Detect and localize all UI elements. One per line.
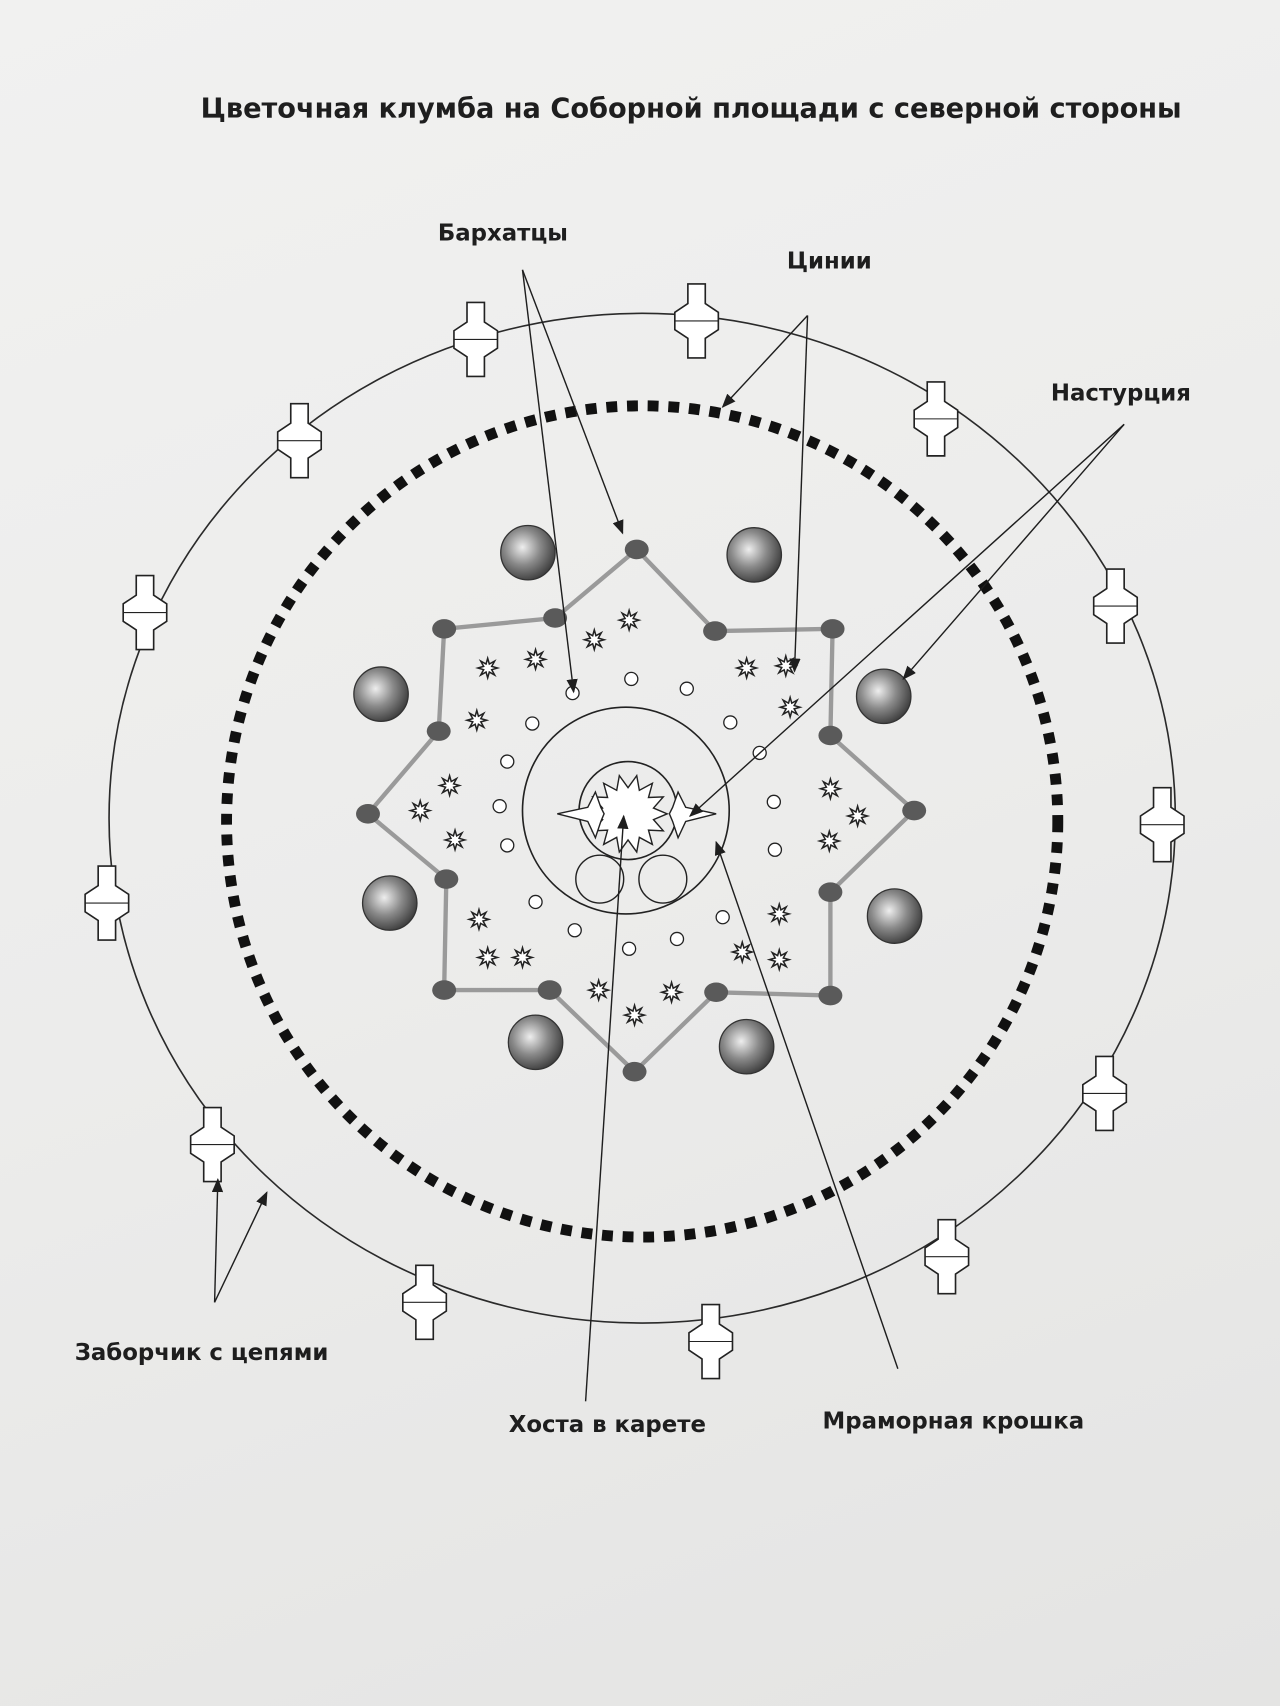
vertex-dot: [434, 869, 459, 889]
fence-post-icon: [674, 283, 720, 359]
marble-ball: [726, 527, 783, 583]
vertex-dot: [537, 980, 562, 1000]
fence-post-icon: [1092, 568, 1139, 644]
zinnia-flower-icon: [464, 707, 490, 733]
vertex-dot: [902, 800, 927, 821]
vertex-dot: [432, 619, 457, 639]
zinnia-flower-icon: [766, 901, 792, 927]
label-zinnias: Цинии: [787, 249, 872, 275]
marigold-circle: [528, 894, 543, 910]
zinnia-flower-icon: [845, 803, 871, 829]
zinnia-flower-icon: [817, 776, 843, 802]
marigold-circle: [500, 838, 515, 853]
zinnia-flower-icon: [466, 906, 492, 932]
zinnia-flower-icon: [816, 828, 842, 854]
marigold-circle: [492, 799, 507, 814]
marble-ball: [855, 668, 912, 725]
marigold-circle: [669, 931, 685, 947]
fence-post-icon: [401, 1264, 448, 1341]
zinnia-flower-icon: [773, 653, 799, 679]
vertex-dot: [818, 985, 843, 1006]
marble-ball: [507, 1014, 564, 1071]
label-hosta: Хоста в карете: [509, 1412, 706, 1438]
vertex-dot: [622, 1061, 647, 1082]
zinnia-flower-icon: [437, 772, 463, 799]
zinnia-flower-icon: [475, 655, 501, 681]
vertex-dot: [818, 725, 843, 746]
star-vertex-dots: [356, 539, 927, 1082]
marigold-circle: [679, 681, 694, 696]
marigold-circle: [624, 671, 639, 687]
vertex-dot: [432, 980, 457, 1000]
label-fence: Заборчик с цепями: [75, 1340, 329, 1366]
wheel-right-icon: [638, 854, 688, 904]
zinnia-flower-icon: [766, 947, 792, 973]
vertex-dot: [820, 619, 845, 639]
vertex-dot: [543, 608, 568, 628]
zinnia-flower-icon: [407, 797, 433, 824]
marigold-circle: [715, 910, 730, 925]
nasturtium-star-left-icon: [557, 790, 605, 840]
marigold-circle: [525, 716, 540, 731]
marble-ball: [361, 875, 418, 931]
diagram-title: Цветочная клумба на Соборной площади с с…: [201, 94, 1182, 125]
marigold-circle: [723, 715, 738, 730]
fence-post-icon: [913, 381, 959, 457]
fence-post-icon: [122, 574, 168, 651]
zinnia-dashed-ring: [221, 400, 1064, 1243]
zinnia-flower-icon: [581, 627, 607, 653]
vertex-dot: [818, 882, 843, 902]
label-marigolds: Бархатцы: [438, 220, 568, 246]
marigold-circle: [567, 923, 582, 938]
vertex-dot: [704, 982, 729, 1003]
zinnia-flower-icon: [522, 646, 549, 672]
fence-posts: [84, 283, 1185, 1380]
vertex-dot: [356, 804, 380, 824]
hosta-circle: [521, 706, 731, 915]
zinnia-flower-icon: [616, 607, 642, 633]
zinnia-flower-icon: [777, 694, 803, 720]
fence-post-icon: [688, 1303, 734, 1380]
fence-post-icon: [453, 301, 499, 378]
marigold-circle: [766, 794, 782, 810]
zinnia-flower-icon: [729, 939, 755, 965]
label-marble-chips: Мраморная крошка: [823, 1409, 1085, 1435]
marble-ball: [866, 888, 923, 944]
marble-ball: [718, 1018, 775, 1075]
zinnia-flower-icon: [586, 977, 612, 1003]
marble-ball: [500, 524, 556, 581]
vertex-dot: [426, 721, 451, 741]
wheel-left-icon: [575, 854, 625, 904]
zinnia-flower-icon: [621, 1002, 648, 1028]
zinnia-flower-icon: [734, 655, 760, 681]
vertex-dot: [703, 621, 728, 641]
vertex-dot: [624, 539, 649, 560]
marigold-circle: [500, 754, 515, 769]
fence-post-icon: [1139, 786, 1185, 863]
zinnia-flower-icon: [509, 944, 536, 971]
marigold-circle: [767, 842, 783, 857]
fence-post-icon: [276, 402, 323, 479]
fence-post-icon: [189, 1106, 235, 1183]
label-nasturtium: Настурция: [1051, 380, 1191, 406]
fence-post-icon: [1082, 1055, 1128, 1132]
annotation-arrows: [211, 269, 1125, 1402]
zinnia-flower-icon: [442, 827, 468, 853]
zinnia-flower-icon: [658, 979, 685, 1005]
zinnia-flowers: [407, 607, 871, 1028]
fence-post-icon: [924, 1218, 970, 1295]
marble-balls: [353, 524, 923, 1075]
marble-ball: [353, 666, 409, 723]
fence-post-icon: [84, 865, 130, 941]
marigold-circle: [621, 941, 637, 956]
zinnia-flower-icon: [475, 944, 501, 971]
